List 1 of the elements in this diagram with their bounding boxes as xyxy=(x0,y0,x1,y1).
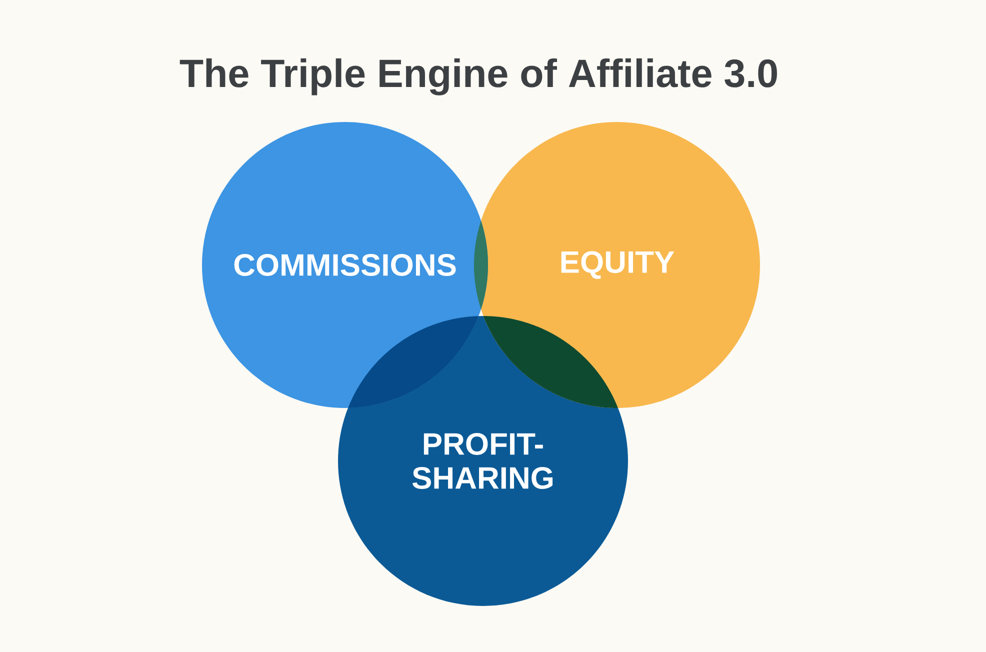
title: The Triple Engine of Affiliate 3.0 xyxy=(180,58,777,96)
